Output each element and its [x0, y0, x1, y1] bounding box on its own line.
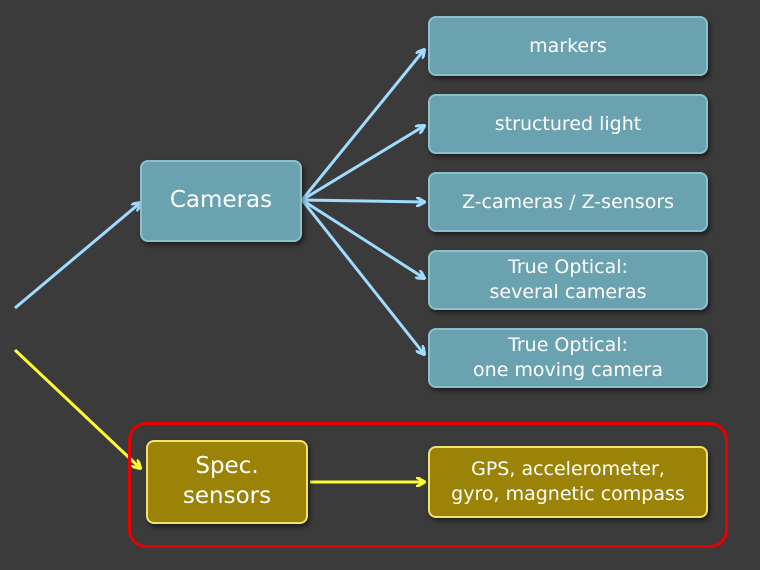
- true-optical-moving-label: True Optical: one moving camera: [473, 334, 663, 381]
- arrow-to-markers: [300, 50, 424, 201]
- spec-sensors-highlight-frame: [128, 422, 728, 548]
- arrow-to-spec-sensors: [13, 348, 140, 468]
- true-optical-moving-node: True Optical: one moving camera: [428, 328, 708, 388]
- spec-sensors-label: Spec. sensors: [182, 453, 272, 509]
- arrow-to-z-cameras: [301, 200, 424, 202]
- cameras-label: Cameras: [169, 187, 273, 214]
- gps-sensors-node: GPS, accelerometer, gyro, magnetic compa…: [428, 446, 708, 518]
- markers-label: markers: [529, 34, 607, 57]
- true-optical-several-label: True Optical: several cameras: [489, 256, 647, 303]
- gps-sensors-label: GPS, accelerometer, gyro, magnetic compa…: [451, 458, 685, 505]
- structured-light-label: structured light: [494, 112, 642, 135]
- arrow-to-true-optical-moving: [300, 199, 424, 354]
- arrow-to-true-optical-several: [301, 198, 424, 278]
- arrow-to-structured-light: [301, 126, 424, 202]
- structured-light-node: structured light: [428, 94, 708, 154]
- z-cameras-label: Z-cameras / Z-sensors: [461, 190, 675, 213]
- z-cameras-node: Z-cameras / Z-sensors: [428, 172, 708, 232]
- arrow-to-cameras: [14, 203, 140, 310]
- spec-sensors-node: Spec. sensors: [146, 440, 308, 524]
- cameras-node: Cameras: [140, 160, 302, 242]
- markers-node: markers: [428, 16, 708, 76]
- true-optical-several-node: True Optical: several cameras: [428, 250, 708, 310]
